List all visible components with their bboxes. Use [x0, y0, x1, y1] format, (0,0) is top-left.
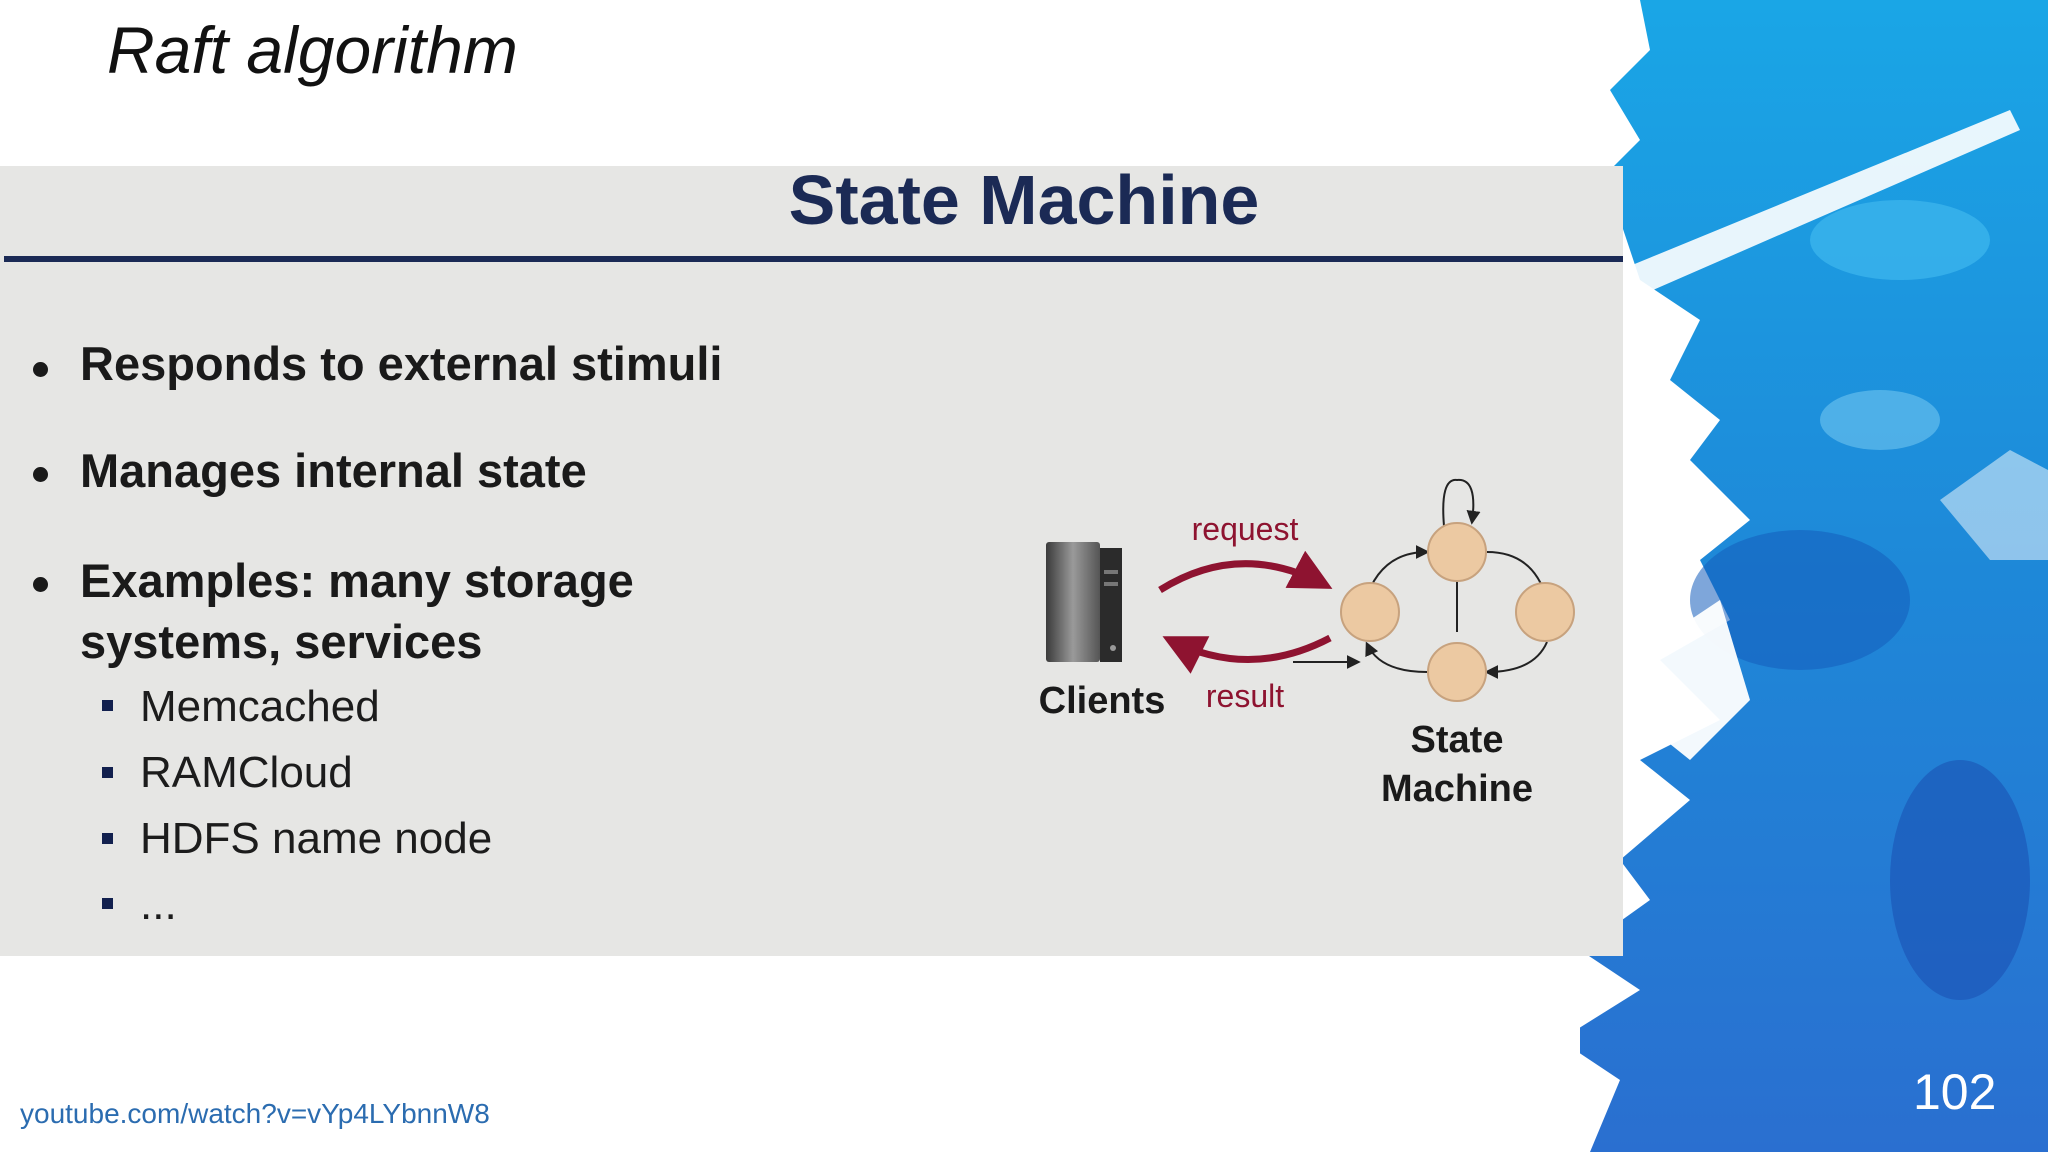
embedded-slide [0, 166, 1623, 956]
state-node-icon [1427, 642, 1487, 702]
sub-bullet-ellipsis: ... [140, 880, 177, 929]
server-icon [1046, 542, 1122, 662]
deck-title: Raft algorithm [107, 13, 518, 87]
sub-bullet-marker [102, 700, 113, 711]
sub-bullet-marker [102, 833, 113, 844]
request-label: request [1192, 511, 1299, 547]
bullet-examples-line2: systems, services [80, 615, 483, 668]
bullet-dot [33, 467, 48, 482]
bullet-internal-state: Manages internal state [80, 444, 587, 497]
source-link[interactable]: youtube.com/watch?v=vYp4LYbnnW8 [20, 1098, 490, 1129]
page-number: 102 [1913, 1064, 1997, 1120]
machine-label-line2: Machine [1381, 768, 1533, 810]
state-node-icon [1515, 582, 1575, 642]
result-label: result [1206, 678, 1284, 714]
heading-rule [4, 256, 1623, 262]
machine-label-line1: State [1411, 719, 1504, 761]
slide-heading: State Machine [788, 161, 1260, 239]
state-machine-diagram: request result Clients State Machine [1039, 478, 1575, 810]
sub-bullet-hdfs: HDFS name node [140, 814, 493, 863]
sub-bullet-marker [102, 898, 113, 909]
bullet-stimuli: Responds to external stimuli [80, 337, 723, 390]
sub-bullet-memcached: Memcached [140, 682, 380, 731]
bullet-examples-line1: Examples: many storage [80, 554, 634, 607]
watercolor-decoration [1580, 0, 2048, 1152]
sub-bullet-ramcloud: RAMCloud [140, 748, 353, 797]
bullet-dot [33, 577, 48, 592]
state-node-icon [1340, 582, 1400, 642]
state-node-icon [1427, 522, 1487, 582]
clients-label: Clients [1039, 680, 1166, 722]
sub-bullet-marker [102, 767, 113, 778]
bullet-dot [33, 362, 48, 377]
